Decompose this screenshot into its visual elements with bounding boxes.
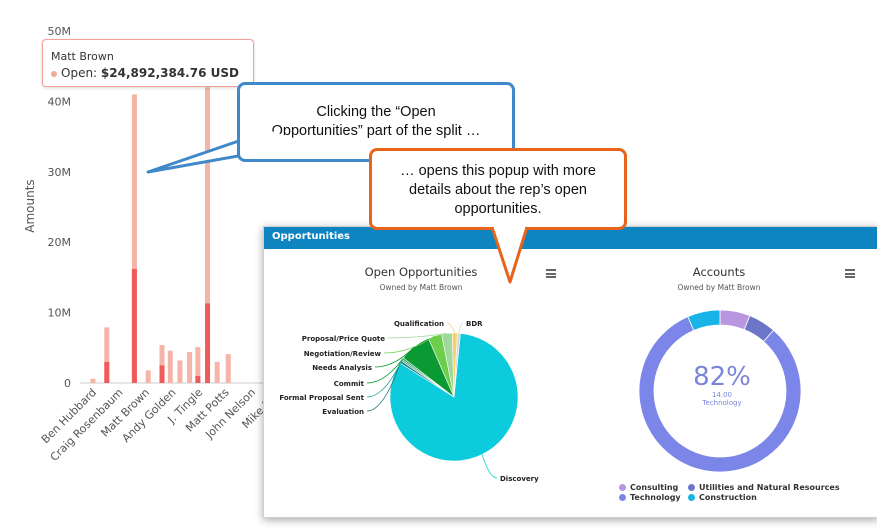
- pie-slice-label: Discovery: [500, 475, 539, 483]
- legend-item[interactable]: Technology: [619, 493, 681, 502]
- pie-slice-label: Needs Analysis: [312, 364, 372, 372]
- legend-label: Utilities and Natural Resources: [699, 483, 840, 492]
- bars[interactable]: [90, 87, 231, 384]
- callout-line: Opportunities” part of the split …: [271, 123, 481, 139]
- blue-callout-pointer-patch: [262, 128, 300, 150]
- accounts-donut[interactable]: [638, 309, 802, 473]
- bar-open-segment[interactable]: [159, 344, 165, 383]
- legend-dot-icon: [619, 484, 626, 491]
- pie-slice-label: BDR: [466, 320, 483, 328]
- y-tick-label: 20M: [48, 236, 72, 249]
- legend-label: Consulting: [630, 483, 679, 492]
- pie-connector: [387, 333, 447, 339]
- y-axis-title: Amounts: [23, 179, 37, 232]
- opportunities-popup[interactable]: Opportunities Open Opportunities Owned b…: [263, 226, 877, 518]
- bar-open-segment[interactable]: [177, 360, 183, 383]
- y-tick-label: 10M: [48, 307, 72, 320]
- chart-menu-icon[interactable]: [845, 269, 855, 278]
- bar-open-segment[interactable]: [214, 361, 220, 383]
- pie-connector: [366, 358, 404, 384]
- bar-open-segment[interactable]: [90, 378, 96, 383]
- bar-open-segment[interactable]: [167, 350, 173, 383]
- bar-open-segment[interactable]: [131, 94, 137, 384]
- legend-label: Technology: [630, 493, 681, 502]
- accounts-subtitle: Owned by Matt Brown: [677, 283, 761, 292]
- pie-slice-label: Proposal/Price Quote: [302, 335, 385, 343]
- callout-line: … opens this popup with more: [400, 163, 596, 179]
- bar-open-segment[interactable]: [225, 354, 231, 383]
- tooltip-rep-name: Matt Brown: [51, 50, 114, 63]
- popup-title: Opportunities: [272, 231, 351, 242]
- legend-dot-icon: [619, 494, 626, 501]
- accounts-title: Accounts: [692, 265, 746, 279]
- orange-annotation-callout: … opens this popup with more details abo…: [369, 148, 627, 230]
- bar-closed-segment[interactable]: [195, 375, 201, 383]
- donut-slice[interactable]: [638, 316, 802, 473]
- pie-slice-label: Qualification: [394, 320, 444, 328]
- y-tick-label: 30M: [48, 166, 72, 179]
- pie-slice-label: Evaluation: [322, 408, 364, 416]
- legend-label: Construction: [699, 493, 757, 502]
- bar-open-segment[interactable]: [187, 352, 193, 383]
- legend-dot-icon: [688, 484, 695, 491]
- pie-connector: [383, 335, 436, 354]
- bar-closed-segment[interactable]: [159, 365, 165, 383]
- bar-open-segment[interactable]: [205, 87, 211, 383]
- legend-item[interactable]: Utilities and Natural Resources: [688, 483, 840, 492]
- bar-closed-segment[interactable]: [131, 268, 137, 383]
- pie-slice-label: Formal Proposal Sent: [279, 394, 364, 402]
- pie-connector: [366, 359, 403, 398]
- y-tick-label: 50M: [48, 25, 72, 38]
- bar-closed-segment[interactable]: [205, 303, 211, 383]
- tooltip-value-row: Open: $24,892,384.76 USD: [51, 66, 239, 80]
- legend-item[interactable]: Construction: [688, 493, 757, 502]
- callout-line: details about the rep’s open: [409, 182, 587, 198]
- open-opportunities-pie[interactable]: [389, 332, 519, 462]
- bar-open-segment[interactable]: [195, 347, 201, 383]
- pie-connector: [366, 361, 401, 412]
- donut-center-percent: 82%: [693, 362, 751, 392]
- y-tick-label: 40M: [48, 95, 72, 108]
- callout-line: Clicking the “Open: [316, 104, 436, 120]
- y-axis-ticks: 0 10M 20M 30M 40M 50M: [48, 25, 72, 390]
- series-dot-icon: [51, 70, 57, 77]
- bar-tooltip: Matt Brown Open: $24,892,384.76 USD: [42, 39, 254, 87]
- donut-center: 82% 14.00 Technology: [682, 363, 762, 407]
- popup-header: Opportunities: [264, 227, 877, 249]
- pie-labels: Discovery Evaluation Formal Proposal Sent C…: [279, 320, 539, 483]
- pie-connector: [458, 322, 464, 334]
- bar-open-segment[interactable]: [145, 370, 151, 383]
- chart-menu-icon[interactable]: [546, 269, 556, 278]
- donut-center-label: Technology: [702, 399, 742, 407]
- open-opportunities-title: Open Opportunities: [364, 265, 478, 279]
- pie-connector: [481, 454, 498, 479]
- tooltip-series-label: Open:: [61, 66, 98, 80]
- pie-connector: [374, 346, 415, 368]
- donut-center-value: 14.00: [711, 391, 733, 399]
- tooltip-value: $24,892,384.76 USD: [100, 66, 239, 80]
- callout-line: opportunities.: [454, 201, 542, 217]
- open-opportunities-subtitle: Owned by Matt Brown: [379, 283, 463, 292]
- pie-slice-label: Commit: [334, 380, 365, 388]
- pie-slice-label: Negotiation/Review: [304, 350, 382, 358]
- donut-slice[interactable]: [687, 309, 721, 331]
- pie-connector: [446, 322, 456, 334]
- bar-open-segment[interactable]: [104, 327, 110, 383]
- legend-dot-icon: [688, 494, 695, 501]
- y-tick-label: 0: [64, 377, 71, 390]
- bar-closed-segment[interactable]: [104, 361, 110, 383]
- legend-item[interactable]: Consulting: [619, 483, 678, 492]
